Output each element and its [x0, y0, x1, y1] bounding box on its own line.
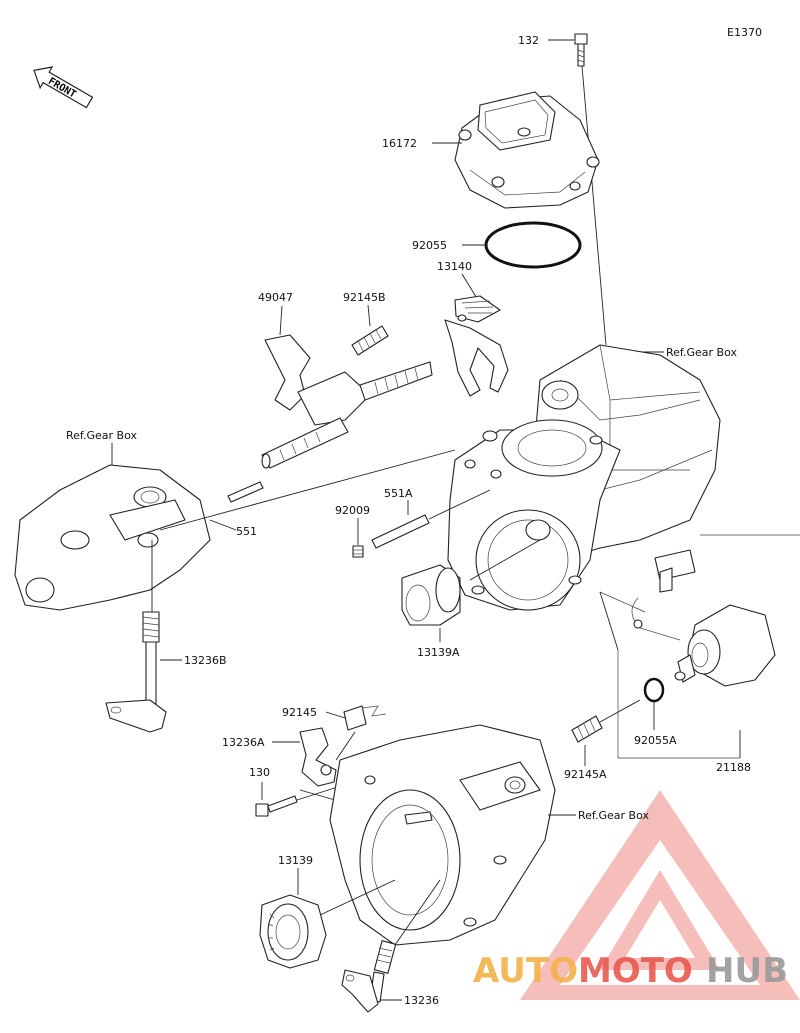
pin-551A	[371, 514, 430, 549]
shift-fork-49047	[261, 334, 433, 469]
label-13236A: 13236A	[222, 736, 265, 749]
shift-lever-13236	[341, 940, 397, 1013]
spring-92145B	[351, 325, 389, 356]
gear-box-fragment-left	[14, 464, 211, 611]
label-ref-gear-box-bottom: Ref.Gear Box	[578, 809, 649, 822]
label-13236: 13236	[404, 994, 439, 1007]
gear-box-fragment-bottom	[329, 724, 556, 946]
front-arrow-icon: FRONT	[33, 66, 94, 109]
label-92009: 92009	[335, 504, 370, 517]
label-92055A: 92055A	[634, 734, 677, 747]
actuator-motor-21188	[631, 549, 776, 687]
watermark-moto: MOTO	[578, 951, 693, 991]
shift-lever-13236A	[299, 727, 337, 787]
watermark-hub: HUB	[706, 951, 788, 991]
diagram-code: E1370	[727, 26, 762, 39]
pin-551	[227, 481, 264, 503]
label-551: 551	[236, 525, 257, 538]
collar-13139	[259, 894, 327, 969]
o-ring-92055	[484, 221, 582, 269]
label-ref-gear-box-right: Ref.Gear Box	[666, 346, 737, 359]
label-13140: 13140	[437, 260, 472, 273]
label-21188: 21188	[716, 761, 751, 774]
cover-16172	[454, 91, 600, 209]
label-92145A: 92145A	[564, 768, 607, 781]
label-ref-gear-box-left: Ref.Gear Box	[66, 429, 137, 442]
label-16172: 16172	[382, 137, 417, 150]
collar-13139A	[401, 564, 461, 626]
shift-lever-13236B	[105, 611, 167, 733]
bolt-132	[574, 33, 588, 67]
watermark-auto: AUTO	[473, 951, 578, 991]
label-92055: 92055	[412, 239, 447, 252]
label-92145B: 92145B	[343, 291, 386, 304]
label-551A: 551A	[384, 487, 413, 500]
shift-actuator-housing	[447, 344, 721, 611]
label-132: 132	[518, 34, 539, 47]
label-13139A: 13139A	[417, 646, 460, 659]
label-49047: 49047	[258, 291, 293, 304]
shift-fork-13140	[444, 295, 509, 397]
bolt-130	[255, 795, 298, 817]
screw-92009	[352, 545, 364, 558]
spring-92145A	[571, 715, 603, 743]
spring-92145	[343, 705, 387, 731]
o-ring-92055A	[643, 677, 665, 703]
label-13139: 13139	[278, 854, 313, 867]
label-13236B: 13236B	[184, 654, 227, 667]
watermark-text: AUTO MOTO HUB	[473, 951, 788, 991]
label-130: 130	[249, 766, 270, 779]
label-92145: 92145	[282, 706, 317, 719]
kit-outline-21188	[599, 534, 800, 759]
watermark-logo	[520, 790, 800, 1000]
